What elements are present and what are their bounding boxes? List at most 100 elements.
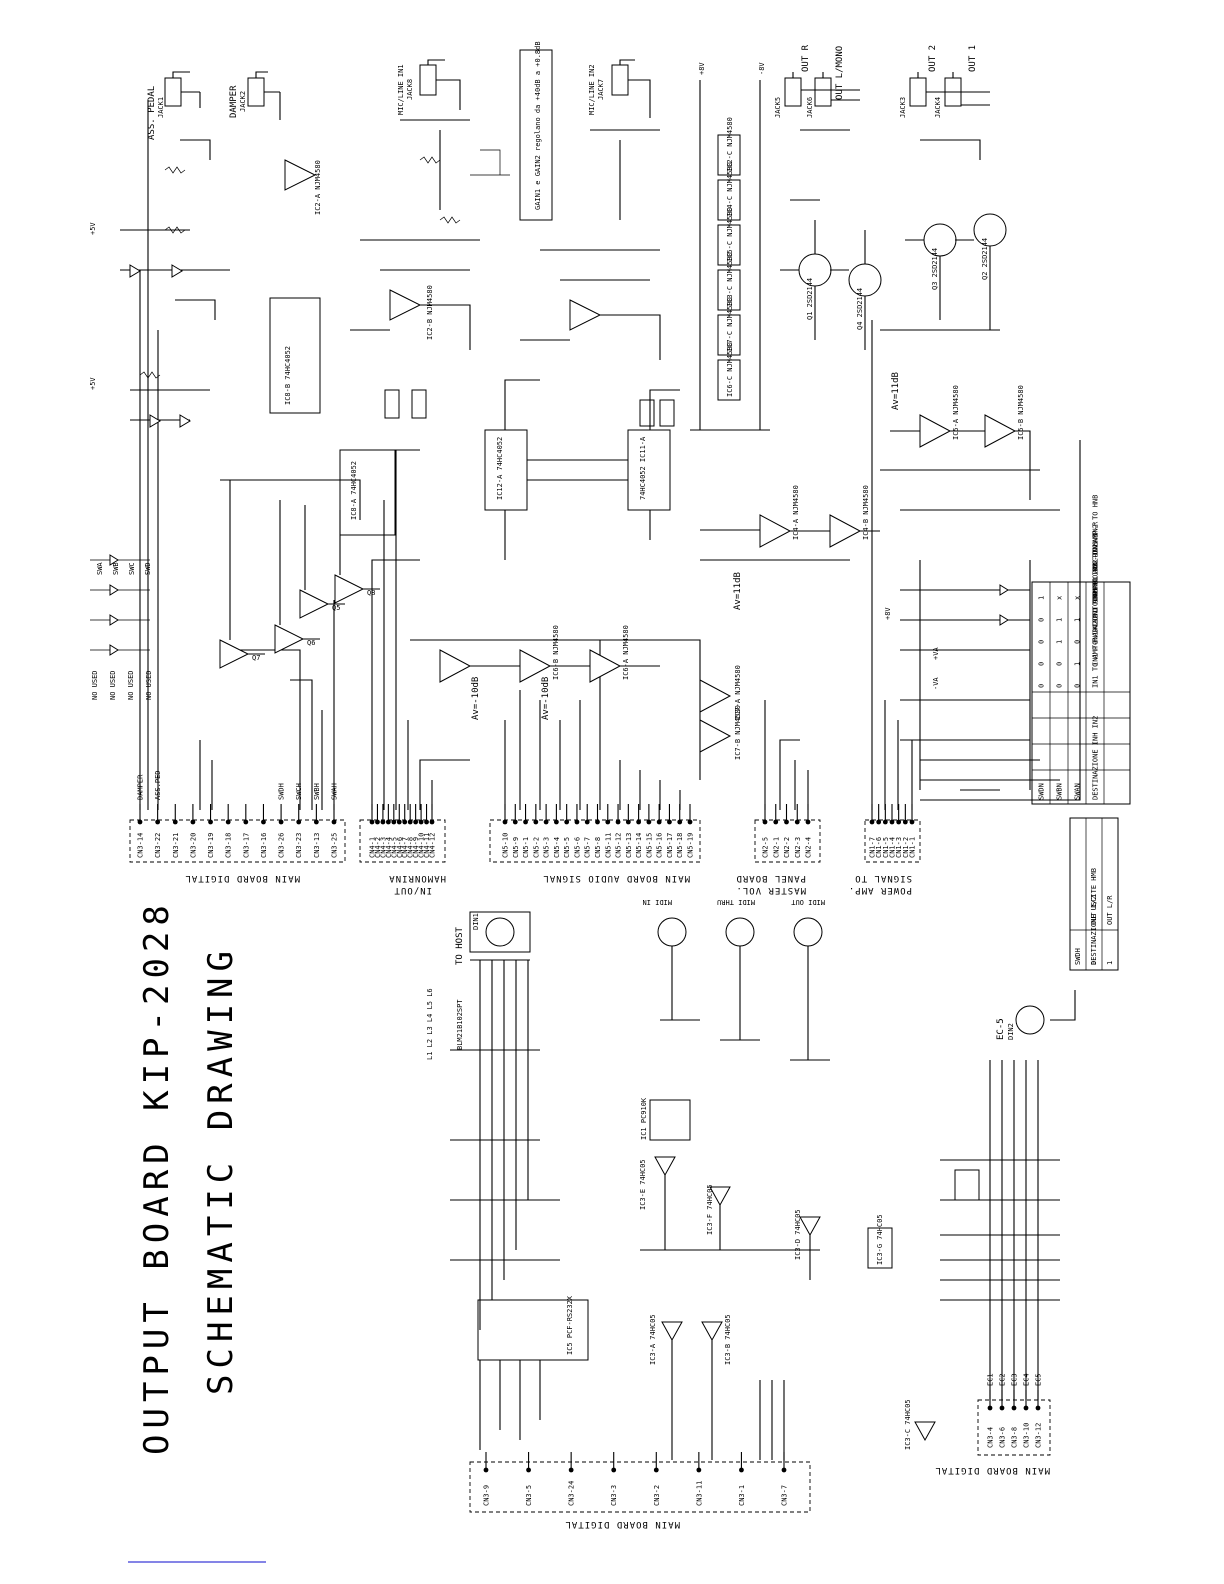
bus-wiring bbox=[139, 100, 1081, 810]
audio-pin-dot bbox=[553, 819, 559, 825]
gain-av-2: Av=11dB bbox=[891, 372, 901, 410]
panel-pin-label: CN2-2 bbox=[783, 837, 791, 858]
hmb-cell: IN1 TO AMP-R IN2 TO AMP-R bbox=[1092, 582, 1100, 688]
digital-net-label: SWBH bbox=[313, 783, 321, 800]
hamonrina-pin-dot bbox=[385, 819, 391, 825]
audio-pin-dot bbox=[687, 819, 693, 825]
jack7-label: JACK7 bbox=[597, 79, 605, 100]
lower-digital-pin-dot bbox=[739, 1467, 744, 1473]
switch-led-section: SWA SWB SWC SWD NO USED NO USED NO USED … bbox=[90, 554, 153, 700]
hamonrina-label: HAMONRINA bbox=[388, 873, 446, 883]
hmb-cell: IN1+IN2 TO AMP-L IN2 TO AMP-R bbox=[1092, 521, 1100, 644]
panel-pin-label: CN2-5 bbox=[762, 837, 770, 858]
lower-digital-pin-dot bbox=[568, 1467, 574, 1473]
audio-pin-label: CN5-5 bbox=[563, 837, 571, 858]
gain-note: GAIN1 e GAIN2 regolano da +40dB a +0.8dB bbox=[519, 41, 553, 221]
hmb-cell: 0 bbox=[1038, 662, 1046, 666]
ec-net-label: EC3 bbox=[1011, 1373, 1019, 1386]
mic-input-2: JACK7 MIC/LINE IN2 bbox=[470, 59, 661, 360]
ic7a-label: IC7-A NJM4580 bbox=[734, 665, 742, 720]
hmb-cell: 0 bbox=[1074, 640, 1082, 644]
din2-label: DIN2 bbox=[1007, 1023, 1015, 1040]
audio-pin-dot bbox=[564, 819, 570, 825]
out-r-label: OUT R bbox=[801, 44, 811, 72]
panel-pin-dot bbox=[794, 819, 800, 825]
out-table-cell: 0 bbox=[1090, 961, 1098, 965]
hmb-header: SWDN bbox=[1038, 783, 1046, 800]
digital-pin-label: CN3-22 bbox=[154, 833, 162, 858]
ic3b-label: IC3-B 74HC05 bbox=[724, 1314, 732, 1365]
out1-label: OUT 1 bbox=[968, 45, 978, 72]
ec-pin-label: CN3-10 bbox=[1023, 1423, 1031, 1448]
lower-digital-pin-label: CN3-1 bbox=[738, 1485, 746, 1506]
lower-digital-pin-dot bbox=[611, 1467, 617, 1473]
midi-out-label: MIDI OUT bbox=[790, 898, 825, 906]
lower-digital-pin-dot bbox=[526, 1467, 531, 1473]
ic3g-label: IC3-G 74HC05 bbox=[876, 1214, 884, 1265]
q7-label: Q7 bbox=[252, 654, 260, 662]
ec-pin-dot bbox=[1023, 1405, 1029, 1411]
digital-net-label: SWCH bbox=[295, 783, 303, 800]
hmb-header: SWBN bbox=[1056, 783, 1064, 800]
ec-pin-dot bbox=[1011, 1405, 1017, 1411]
out-table-cell: OUT 1/2 bbox=[1090, 895, 1098, 925]
damper-label: DAMPER bbox=[229, 85, 239, 118]
ic4a-label: IC4-A NJM4580 bbox=[792, 485, 800, 540]
digital-pin-label: CN3-26 bbox=[278, 833, 286, 858]
pedal-jack-section: ASS. PEDAL JACK1 DAMPER JACK2 +5V +5V bbox=[89, 71, 281, 428]
gain-note-text: GAIN1 e GAIN2 regolano da +40dB a +0.8dB bbox=[534, 41, 542, 210]
out-table-header: SWDH bbox=[1074, 948, 1082, 965]
hamonrina-pin-label: CN4-1 bbox=[369, 837, 377, 858]
title-line-2: SCHEMATIC DRAWING bbox=[201, 945, 241, 1395]
sw-c-label: SWC bbox=[128, 562, 136, 575]
audio-pin-dot bbox=[636, 819, 642, 825]
audio-pin-dot bbox=[584, 819, 590, 825]
lower-digital-pin-dot bbox=[781, 1467, 787, 1473]
digital-pin-dot bbox=[278, 819, 284, 825]
audio-pin-dot bbox=[667, 819, 672, 825]
not-used-3: NO USED bbox=[127, 670, 135, 700]
audio-pin-dot bbox=[502, 819, 508, 825]
digital-pin-dot bbox=[190, 819, 196, 825]
jack6-label: JACK6 bbox=[806, 97, 814, 118]
ic-col-1: IC2-C NJM4580 bbox=[726, 117, 734, 172]
ic8b-label: IC8-B 74HC4052 bbox=[284, 346, 292, 405]
digital-pin-label: CN3-18 bbox=[225, 833, 233, 858]
power-pin-label: CN1-7 bbox=[869, 837, 877, 858]
audio-pin-dot bbox=[523, 819, 528, 825]
panel-pin-dot bbox=[762, 819, 768, 825]
jack5-label: JACK5 bbox=[774, 97, 782, 118]
out-table-cell: 1 bbox=[1106, 961, 1114, 965]
hamonrina-pin-dot bbox=[369, 819, 375, 825]
power-pin-dot bbox=[902, 819, 908, 825]
hmb-cell: 0 bbox=[1038, 618, 1046, 622]
audio-pin-label: CN5-19 bbox=[687, 833, 695, 858]
hamonrina-pin-dot bbox=[407, 819, 413, 825]
power-pin-dot bbox=[882, 819, 888, 825]
ic6b-label: IC6-B NJM4580 bbox=[552, 625, 560, 680]
audio-pin-dot bbox=[512, 819, 518, 825]
ass-pedal-label: ASS. PEDAL bbox=[147, 86, 157, 140]
jack3-label: JACK3 bbox=[899, 97, 907, 118]
hamonrina-pin-label: CN4-2 bbox=[374, 837, 382, 858]
hmb-cell: x bbox=[1074, 596, 1082, 600]
hmb-cell: 1 bbox=[1056, 618, 1064, 622]
digital-net-label: SWDH bbox=[278, 783, 286, 800]
sw-d-label: SWD bbox=[144, 562, 152, 575]
hmb-cell: x bbox=[1056, 596, 1064, 600]
ic6a-label: IC6-A NJM4580 bbox=[622, 625, 630, 680]
panel-pin-dot bbox=[784, 819, 789, 825]
sw-a-label: SWA bbox=[96, 562, 104, 575]
audio-pin-label: CN5-15 bbox=[645, 833, 653, 858]
hamonrina-pin-dot bbox=[391, 819, 397, 825]
audio-pin-dot bbox=[543, 819, 549, 825]
master-vol-label: MASTER VOL. bbox=[735, 885, 806, 895]
power-pin-label: CN1-4 bbox=[889, 837, 897, 858]
digital-pin-dot bbox=[172, 819, 178, 825]
ic-column: IC2-C NJM4580 IC4-C NJM4580 IC5-C NJM458… bbox=[690, 62, 770, 431]
